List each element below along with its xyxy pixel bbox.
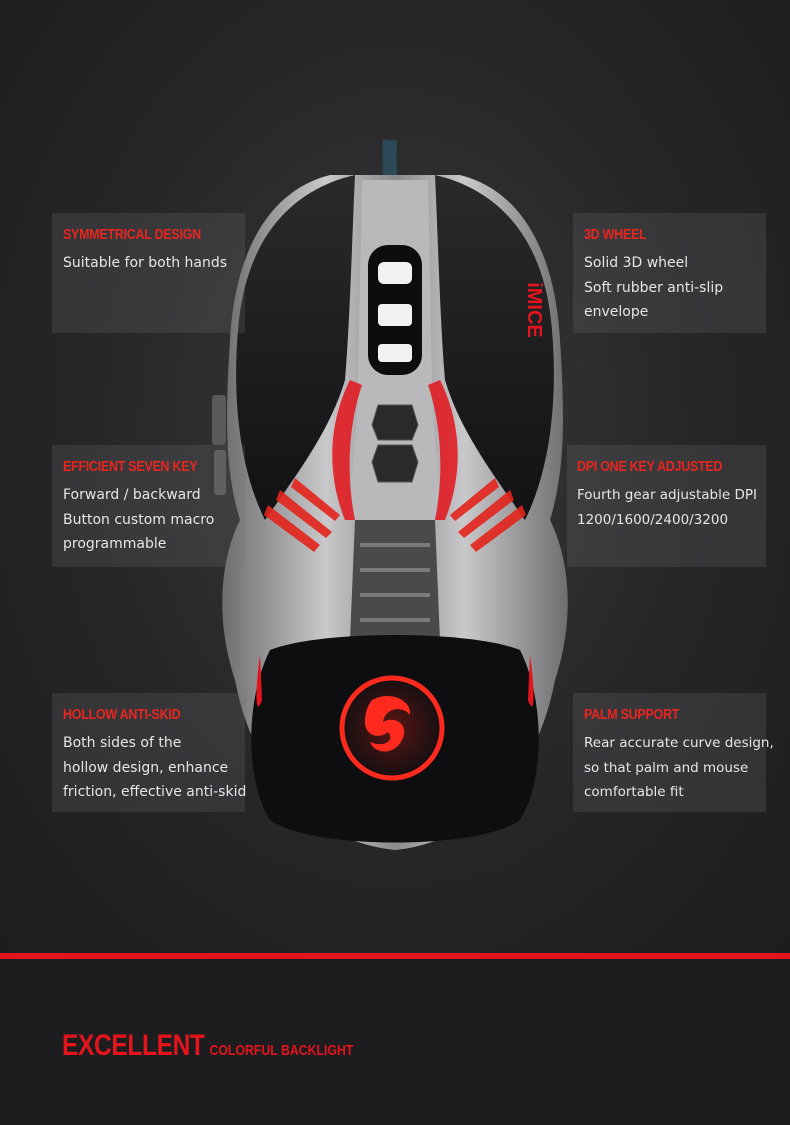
feature-title: PALM SUPPORT: [584, 707, 680, 723]
feature-card-3d-wheel: 3D WHEEL Solid 3D wheel Soft rubber anti…: [573, 213, 766, 333]
side-button-icon: [212, 395, 226, 445]
feature-title: 3D WHEEL: [584, 227, 647, 243]
feature-text: Soft rubber anti-slip: [584, 279, 724, 296]
feature-text: so that palm and mouse: [584, 759, 749, 776]
left-button: [236, 175, 355, 520]
feature-text: Forward / backward: [63, 487, 201, 503]
feature-text: Button custom macro: [63, 511, 215, 528]
feature-text: hollow design, enhance: [63, 759, 229, 776]
feature-text: envelope: [584, 304, 649, 320]
brand-logo: iMICE: [523, 282, 545, 338]
feature-text: Suitable for both hands: [63, 255, 228, 271]
feature-card-efficient-seven-key: EFFICIENT SEVEN KEY Forward / backward B…: [52, 445, 245, 567]
backlight-section: [0, 959, 790, 1125]
feature-text: programmable: [63, 536, 167, 552]
section-divider: [0, 953, 790, 959]
dpi-button-icon: [371, 404, 419, 441]
dragon-logo-icon: [339, 675, 445, 781]
feature-card-hollow-anti-skid: HOLLOW ANTI-SKID Both sides of the hollo…: [52, 693, 247, 812]
feature-card-palm-support: PALM SUPPORT Rear accurate curve design,…: [573, 693, 774, 812]
feature-text: Rear accurate curve design,: [584, 735, 774, 751]
heading-primary: EXCELLENT: [62, 1029, 205, 1062]
heading-secondary: COLORFUL BACKLIGHT: [209, 1042, 354, 1059]
feature-card-dpi-one-key: DPI ONE KEY ADJUSTED Fourth gear adjusta…: [567, 445, 766, 567]
led-vents-icon: [264, 478, 526, 552]
gaming-mouse-image: iMICE: [212, 139, 568, 850]
feature-text: Both sides of the: [63, 735, 182, 751]
feature-title: HOLLOW ANTI-SKID: [63, 707, 181, 723]
feature-text: Fourth gear adjustable DPI: [577, 487, 757, 503]
feature-title: EFFICIENT SEVEN KEY: [63, 459, 198, 475]
feature-title: DPI ONE KEY ADJUSTED: [577, 459, 723, 475]
feature-title: SYMMETRICAL DESIGN: [63, 227, 201, 243]
feature-card-symmetrical-design: SYMMETRICAL DESIGN Suitable for both han…: [52, 213, 245, 333]
right-button: [435, 175, 554, 520]
feature-text: Solid 3D wheel: [584, 255, 689, 271]
feature-text: comfortable fit: [584, 784, 684, 800]
feature-text: 1200/1600/2400/3200: [577, 511, 729, 528]
feature-text: friction, effective anti-skid: [63, 784, 247, 800]
